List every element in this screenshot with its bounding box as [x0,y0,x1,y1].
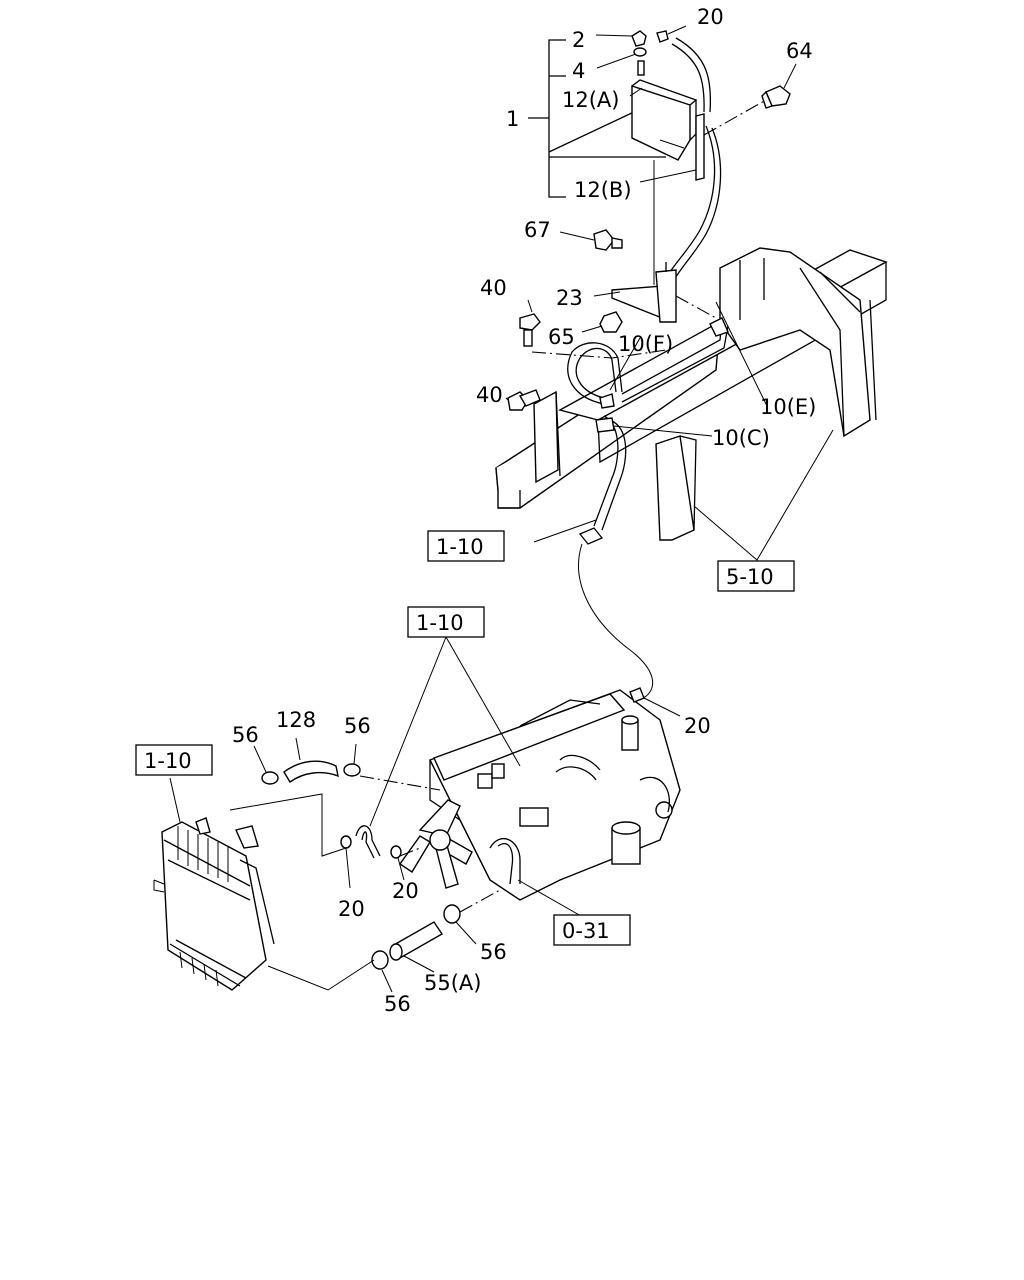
label-part-2: 2 [572,28,585,52]
ref-box-1-10-engine[interactable]: 1-10 [407,606,485,638]
label-part-10f: 10(F) [618,332,673,356]
ref-label: 1-10 [416,611,464,635]
label-part-40-upper: 40 [480,276,507,300]
label-part-56-a: 56 [232,723,259,747]
label-part-55a: 55(A) [424,971,481,995]
label-part-128: 128 [276,708,316,732]
control-module-assembly [507,30,791,411]
lower-hoses [169,636,589,993]
label-part-56-d: 56 [384,992,411,1016]
engine-block [399,687,681,901]
label-part-12b: 12(B) [574,178,632,202]
label-part-10c: 10(C) [712,426,770,450]
label-part-4: 4 [572,59,585,83]
ref-box-0-31[interactable]: 0-31 [553,914,631,946]
radiator [153,817,275,991]
label-part-20-top: 20 [697,5,724,29]
label-part-65: 65 [548,325,575,349]
label-part-56-b: 56 [344,714,371,738]
leader-lines [505,25,797,401]
label-part-64: 64 [786,39,813,63]
ref-label: 1-10 [436,535,484,559]
label-part-56-c: 56 [480,940,507,964]
label-part-40-lower: 40 [476,383,503,407]
label-part-12a: 12(A) [562,88,619,112]
label-part-67: 67 [524,218,551,242]
label-part-20-d: 20 [392,879,419,903]
ref-label: 1-10 [144,749,192,773]
chassis-frame [495,247,888,701]
label-part-10e: 10(E) [760,395,816,419]
ref-label: 5-10 [726,565,774,589]
label-part-23: 23 [556,286,583,310]
ref-box-1-10-frame[interactable]: 1-10 [427,530,505,562]
ref-label: 0-31 [562,919,610,943]
ref-box-1-10-radiator[interactable]: 1-10 [135,744,213,776]
label-part-1: 1 [506,107,519,131]
ref-box-5-10[interactable]: 5-10 [717,560,795,592]
label-part-20-c: 20 [338,897,365,921]
label-part-20-mid: 20 [684,714,711,738]
